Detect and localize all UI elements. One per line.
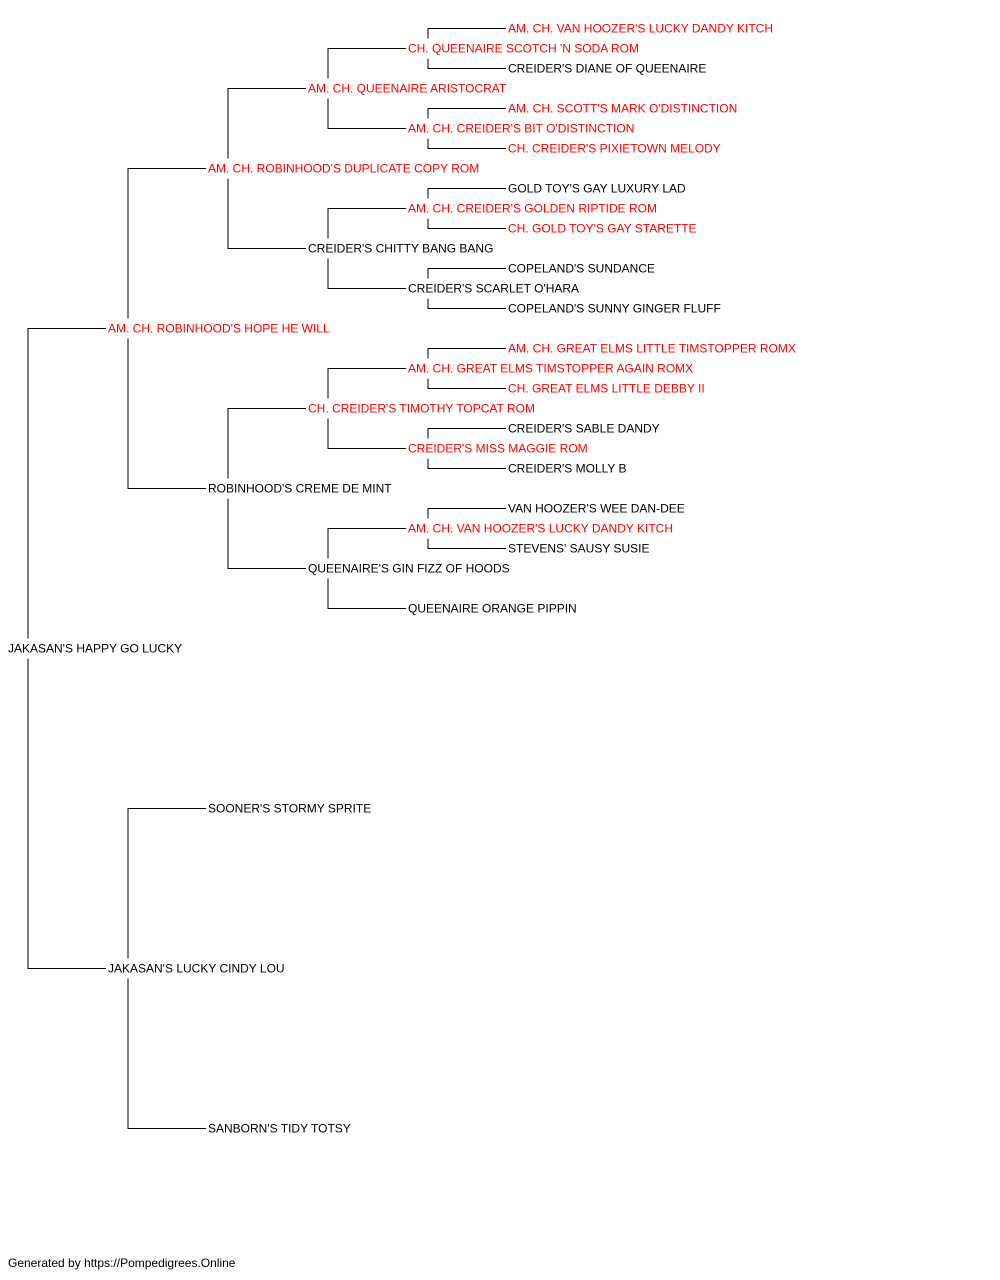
connector-root-s-s-sire — [227, 88, 306, 159]
connector-root-s-s-s-d-dam — [427, 138, 506, 149]
connector-root-s-d-d-dam — [327, 578, 406, 609]
dog-name-root-s-d-d: QUEENAIRE'S GIN FIZZ OF HOODS — [308, 562, 510, 576]
connector-root-s-s-d-dam — [327, 258, 406, 289]
dog-name-root-s-d-s: CH. CREIDER'S TIMOTHY TOPCAT ROM — [308, 402, 535, 416]
dog-name-root-s-s-d-d-d: COPELAND'S SUNNY GINGER FLUFF — [508, 302, 721, 316]
connector-root-s-d-s-dam — [327, 418, 406, 449]
dog-name-root-s-s-s-s: CH. QUEENAIRE SCOTCH 'N SODA ROM — [408, 42, 639, 56]
connector-root-s-d-dam — [227, 498, 306, 569]
dog-name-root-s-d-d-s: AM. CH. VAN HOOZER'S LUCKY DANDY KITCH — [408, 522, 673, 536]
generated-by-footer: Generated by https://Pompedigrees.Online — [8, 1256, 236, 1270]
connector-root-s-s-s-sire — [327, 48, 406, 79]
dog-name-root-s-d-s-s-s: AM. CH. GREAT ELMS LITTLE TIMSTOPPER ROM… — [508, 342, 796, 356]
dog-name-root-s-s-s: AM. CH. QUEENAIRE ARISTOCRAT — [308, 82, 507, 96]
connector-root-s-s-s-s-sire — [427, 28, 506, 39]
dog-name-root-s-s-d: CREIDER'S CHITTY BANG BANG — [308, 242, 493, 256]
connector-root-s-sire — [127, 168, 206, 319]
dog-name-root-s-s-s-d: AM. CH. CREIDER'S BIT O'DISTINCTION — [408, 122, 634, 136]
connector-root-s-d-s-d-dam — [427, 458, 506, 469]
dog-name-root: JAKASAN'S HAPPY GO LUCKY — [8, 642, 182, 656]
dog-name-root-s-s-s-s-d: CREIDER'S DIANE OF QUEENAIRE — [508, 62, 706, 76]
connector-root-s-s-dam — [227, 178, 306, 249]
dog-name-root-d-d: SANBORN'S TIDY TOTSY — [208, 1122, 351, 1136]
connector-root-d-dam — [127, 978, 206, 1129]
connector-root-s-s-d-sire — [327, 208, 406, 239]
connector-root-s-d-d-s-dam — [427, 538, 506, 549]
connector-root-s-d-s-s-dam — [427, 378, 506, 389]
connector-root-s-d-s-s-sire — [427, 348, 506, 359]
connector-root-s-s-d-d-dam — [427, 298, 506, 309]
connector-root-s-s-s-s-dam — [427, 58, 506, 69]
connector-root-s-s-s-dam — [327, 98, 406, 129]
connector-root-s-dam — [127, 338, 206, 489]
dog-name-root-s-s: AM. CH. ROBINHOOD'S DUPLICATE COPY ROM — [208, 162, 479, 176]
dog-name-root-s-s-s-d-s: AM. CH. SCOTT'S MARK O'DISTINCTION — [508, 102, 737, 116]
dog-name-root-s-d-d-d: QUEENAIRE ORANGE PIPPIN — [408, 602, 577, 616]
dog-name-root-s-s-d-s-d: CH. GOLD TOY'S GAY STARETTE — [508, 222, 697, 236]
dog-name-root-s-d-d-s-d: STEVENS' SAUSY SUSIE — [508, 542, 649, 556]
connector-root-d-sire — [127, 808, 206, 959]
dog-name-root-s-d-s-s-d: CH. GREAT ELMS LITTLE DEBBY II — [508, 382, 705, 396]
dog-name-root-s-d-s-d-s: CREIDER'S SABLE DANDY — [508, 422, 660, 436]
connector-root-s-d-d-sire — [327, 528, 406, 559]
connector-root-s-s-d-s-dam — [427, 218, 506, 229]
dog-name-root-s-d-s-s: AM. CH. GREAT ELMS TIMSTOPPER AGAIN ROMX — [408, 362, 693, 376]
dog-name-root-s-s-d-s: AM. CH. CREIDER'S GOLDEN RIPTIDE ROM — [408, 202, 657, 216]
dog-name-root-s-s-d-d: CREIDER'S SCARLET O'HARA — [408, 282, 579, 296]
connector-root-s-s-d-d-sire — [427, 268, 506, 279]
connector-root-s-s-s-d-sire — [427, 108, 506, 119]
dog-name-root-s-d-d-s-s: VAN HOOZER'S WEE DAN-DEE — [508, 502, 685, 516]
dog-name-root-s-d: ROBINHOOD'S CREME DE MINT — [208, 482, 392, 496]
dog-name-root-d-s: SOONER'S STORMY SPRITE — [208, 802, 371, 816]
dog-name-root-s-d-s-d: CREIDER'S MISS MAGGIE ROM — [408, 442, 588, 456]
dog-name-root-s-d-s-d-d: CREIDER'S MOLLY B — [508, 462, 627, 476]
dog-name-root-s-s-d-s-s: GOLD TOY'S GAY LUXURY LAD — [508, 182, 686, 196]
connector-root-s-s-d-s-sire — [427, 188, 506, 199]
connector-root-dam — [27, 658, 106, 969]
connector-root-sire — [27, 328, 106, 639]
connector-root-s-d-sire — [227, 408, 306, 479]
dog-name-root-d: JAKASAN'S LUCKY CINDY LOU — [108, 962, 285, 976]
connector-root-s-d-s-sire — [327, 368, 406, 399]
dog-name-root-s-s-s-s-s: AM. CH. VAN HOOZER'S LUCKY DANDY KITCH — [508, 22, 773, 36]
dog-name-root-s: AM. CH. ROBINHOOD'S HOPE HE WILL — [108, 322, 330, 336]
connector-root-s-d-s-d-sire — [427, 428, 506, 439]
dog-name-root-s-s-d-d-s: COPELAND'S SUNDANCE — [508, 262, 655, 276]
connector-root-s-d-d-s-sire — [427, 508, 506, 519]
dog-name-root-s-s-s-d-d: CH. CREIDER'S PIXIETOWN MELODY — [508, 142, 721, 156]
